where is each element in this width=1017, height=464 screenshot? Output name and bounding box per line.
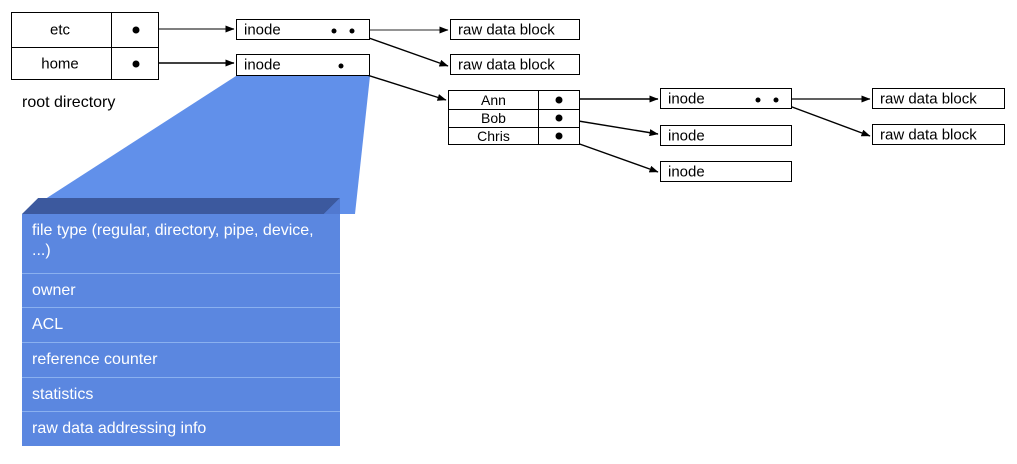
- root-entry-pointer-home: [132, 60, 140, 68]
- raw-data-block-1-label: raw data block: [458, 21, 555, 38]
- home-entry-pointer-chris: [555, 132, 563, 140]
- home-entry-name-chris: Chris: [477, 128, 510, 144]
- inode-etc[interactable]: inode: [236, 19, 370, 40]
- raw-data-block-4[interactable]: raw data block: [872, 124, 1005, 145]
- raw-data-block-3[interactable]: raw data block: [872, 88, 1005, 109]
- root-directory-row-divider: [12, 47, 158, 48]
- home-directory-row-divider-1: [449, 109, 579, 110]
- raw-data-block-2[interactable]: raw data block: [450, 54, 580, 75]
- inode-detail-field-owner: owner: [22, 274, 340, 308]
- inode-detail-field-raw-data-addressing: raw data addressing info: [22, 412, 340, 446]
- inode-detail-block: file type (regular, directory, pipe, dev…: [22, 198, 340, 446]
- home-entry-name-bob: Bob: [481, 110, 506, 126]
- root-directory-caption: root directory: [22, 94, 116, 111]
- raw-data-block-3-label: raw data block: [880, 90, 977, 107]
- inode-detail-field-file-type: file type (regular, directory, pipe, dev…: [22, 214, 340, 274]
- inode-ann-label: inode: [668, 90, 705, 107]
- inode-etc-pointer-1: [331, 28, 337, 34]
- inode-detail-field-acl: ACL: [22, 308, 340, 343]
- inode-bob-label: inode: [668, 127, 705, 144]
- raw-data-block-2-label: raw data block: [458, 56, 555, 73]
- inode-home-pointer-1: [338, 63, 344, 69]
- home-directory-table[interactable]: Ann Bob Chris: [448, 90, 580, 145]
- inode-detail-top-face: [22, 198, 340, 214]
- callout-wedge: [22, 76, 370, 214]
- raw-data-block-4-label: raw data block: [880, 126, 977, 143]
- inode-etc-pointer-2: [349, 28, 355, 34]
- inode-ann-pointer-1: [755, 97, 761, 103]
- home-entry-name-ann: Ann: [481, 92, 506, 108]
- inode-home[interactable]: inode: [236, 54, 370, 76]
- home-entry-pointer-bob: [555, 114, 563, 122]
- inode-ann-pointer-2: [773, 97, 779, 103]
- inode-ann[interactable]: inode: [660, 88, 792, 109]
- root-entry-name-etc: etc: [49, 21, 70, 39]
- inode-bob[interactable]: inode: [660, 125, 792, 146]
- root-entry-name-home: home: [41, 55, 79, 73]
- home-entry-pointer-ann: [555, 96, 563, 104]
- root-entry-pointer-etc: [132, 26, 140, 34]
- inode-detail-field-statistics: statistics: [22, 378, 340, 412]
- home-directory-row-divider-2: [449, 127, 579, 128]
- root-directory-table[interactable]: etc home: [11, 12, 159, 80]
- root-directory-column-divider: [111, 13, 112, 79]
- inode-chris-label: inode: [668, 163, 705, 180]
- home-directory-column-divider: [538, 91, 539, 144]
- inode-home-label: inode: [244, 56, 281, 74]
- inode-etc-label: inode: [244, 21, 281, 38]
- raw-data-block-1[interactable]: raw data block: [450, 19, 580, 40]
- inode-detail-field-list: file type (regular, directory, pipe, dev…: [22, 214, 340, 446]
- inode-chris[interactable]: inode: [660, 161, 792, 182]
- inode-detail-field-reference-counter: reference counter: [22, 343, 340, 378]
